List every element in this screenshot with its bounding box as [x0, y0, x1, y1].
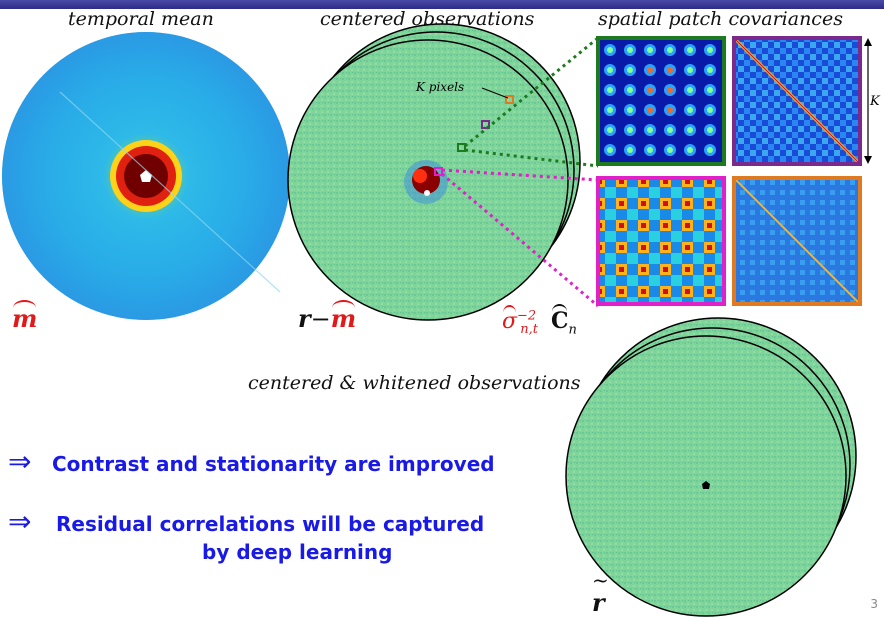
connector-lines	[441, 36, 599, 308]
pixel-box-orange	[505, 95, 514, 104]
bullet-residual-line2: by deep learning	[202, 540, 393, 564]
label-temporal-mean: temporal mean	[68, 8, 214, 30]
label-spatial-patch-covariances: spatial patch covariances	[598, 8, 843, 30]
bullet-contrast: Contrast and stationarity are improved	[52, 452, 495, 476]
patch-orange	[732, 176, 862, 306]
bullet-residual-line1: Residual correlations will be captured	[56, 512, 485, 536]
label-k-pixels: K pixels	[416, 80, 465, 94]
patch-green	[596, 36, 726, 166]
k-axis-arrow	[864, 38, 872, 164]
arrow-icon-1: ⇒	[8, 445, 32, 478]
top-bar	[0, 0, 884, 9]
label-centered-whitened: centered & whitened observations	[248, 372, 581, 394]
patch-magenta	[596, 176, 726, 306]
arrow-icon-2: ⇒	[8, 505, 32, 538]
pixel-box-green	[457, 143, 466, 152]
math-m-hat: m	[12, 300, 38, 333]
math-r-minus-m-hat: r−m	[298, 300, 357, 333]
whitened-observations-stack	[565, 317, 857, 617]
temporal-mean-image	[2, 32, 290, 320]
math-sigma-c: σ−2n,t Cn	[502, 304, 577, 338]
patch-purple	[732, 36, 862, 166]
math-r-tilde: r	[592, 568, 605, 617]
label-centered-observations: centered observations	[320, 8, 535, 30]
label-k-axis: K	[870, 94, 880, 109]
page-number: 3	[870, 597, 878, 611]
k-pixels-pointer	[481, 87, 509, 99]
pixel-box-purple	[481, 120, 490, 129]
